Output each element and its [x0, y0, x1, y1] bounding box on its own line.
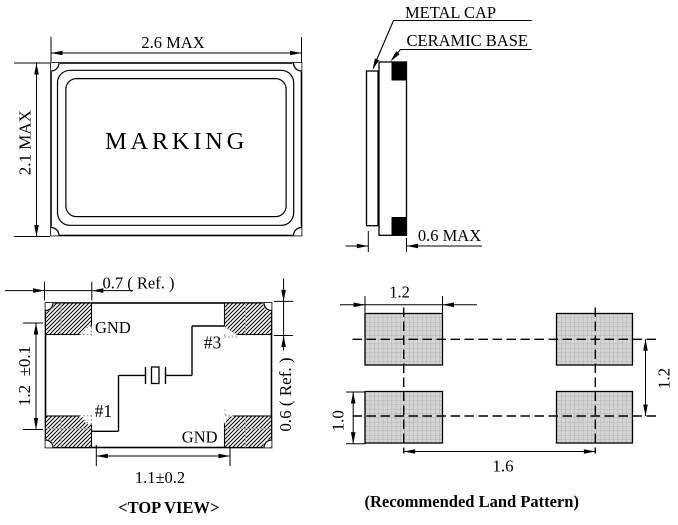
- svg-text:2.1 MAX: 2.1 MAX: [16, 110, 35, 175]
- svg-text:GND: GND: [95, 318, 131, 337]
- svg-text:1.2: 1.2: [389, 283, 410, 302]
- svg-text:MARKING: MARKING: [105, 128, 248, 155]
- svg-text:0.6 MAX: 0.6 MAX: [418, 226, 481, 245]
- svg-text:#1: #1: [95, 401, 113, 421]
- svg-text:1.2: 1.2: [655, 368, 674, 389]
- svg-text:METAL CAP: METAL CAP: [405, 3, 496, 22]
- svg-text:1.1±0.2: 1.1±0.2: [135, 468, 185, 487]
- svg-text:2.6 MAX: 2.6 MAX: [141, 33, 204, 52]
- svg-text:0.6 ( Ref. ): 0.6 ( Ref. ): [276, 357, 295, 431]
- svg-text:0.7 ( Ref. ): 0.7 ( Ref. ): [103, 274, 175, 293]
- svg-text:1.6: 1.6: [492, 457, 513, 476]
- svg-text:CERAMIC BASE: CERAMIC BASE: [407, 31, 528, 50]
- svg-text:1.2 ±0.1: 1.2 ±0.1: [15, 346, 34, 406]
- svg-text:1.0: 1.0: [329, 410, 348, 431]
- svg-text:(Recommended Land Pattern): (Recommended Land Pattern): [365, 492, 579, 511]
- svg-text:#3: #3: [204, 333, 222, 353]
- svg-text:<TOP VIEW>: <TOP VIEW>: [118, 498, 219, 517]
- svg-text:GND: GND: [182, 428, 218, 447]
